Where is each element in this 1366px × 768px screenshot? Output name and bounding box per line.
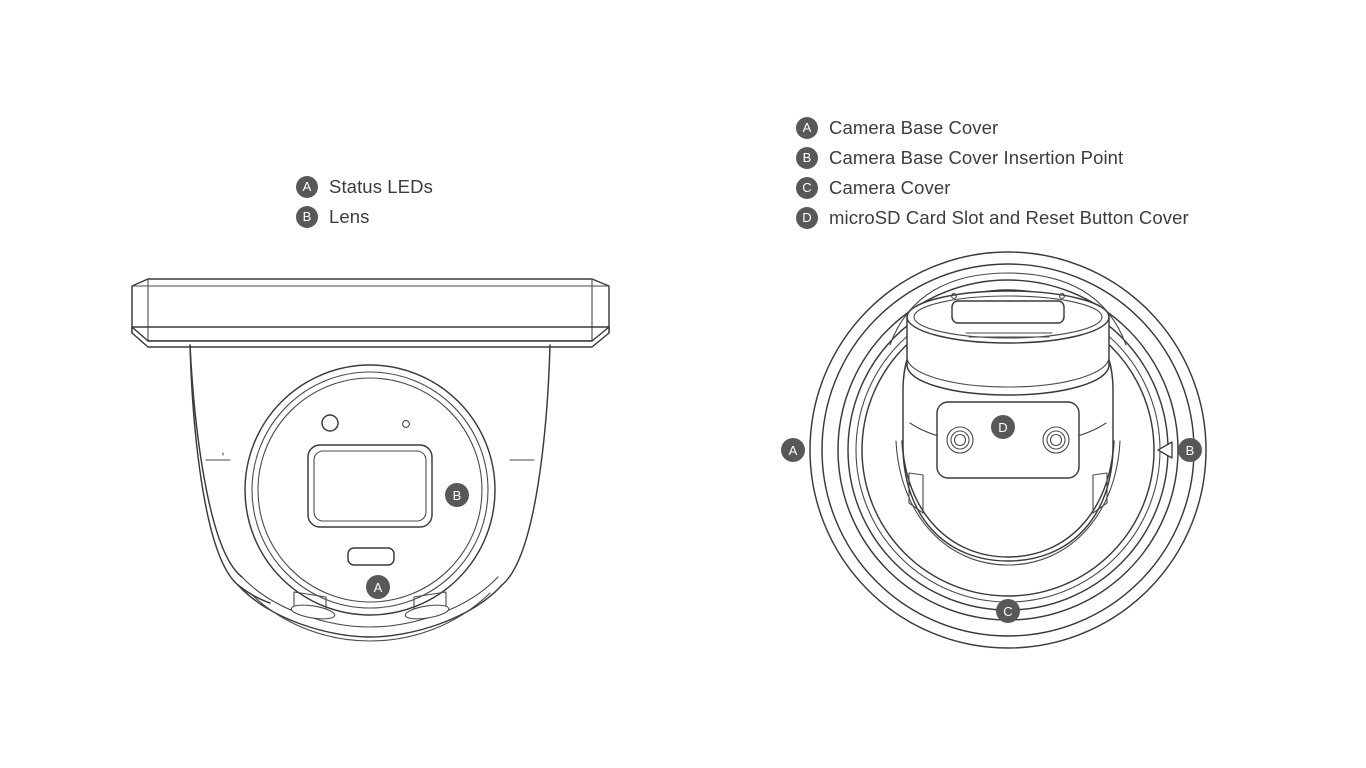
- front-view-legend: A Status LEDs B Lens: [296, 172, 433, 232]
- legend-item: D microSD Card Slot and Reset Button Cov…: [796, 203, 1189, 233]
- dome-side-tabs: [908, 472, 1108, 514]
- legend-label-camera-base-cover-insertion-point: Camera Base Cover Insertion Point: [829, 147, 1124, 168]
- ir-sensor: [321, 414, 339, 432]
- callout-c-label: C: [1003, 604, 1012, 619]
- legend-label-lens: Lens: [329, 206, 370, 227]
- legend-label-camera-base-cover: Camera Base Cover: [829, 117, 999, 138]
- legend-label-status-leds: Status LEDs: [329, 176, 433, 197]
- rear-view-legend: A Camera Base Cover B Camera Base Cover …: [796, 113, 1189, 233]
- insertion-point-triangle-icon: [1157, 441, 1173, 459]
- legend-badge-b: B: [796, 147, 818, 169]
- legend-label-microsd-card-slot-and-reset-button-cover: microSD Card Slot and Reset Button Cover: [829, 207, 1189, 228]
- lens: [307, 444, 433, 528]
- legend-badge-a: A: [796, 117, 818, 139]
- microsd-card-slot-and-reset-button-cover[interactable]: [936, 401, 1080, 479]
- callout-b-insertion-point[interactable]: B: [1178, 438, 1202, 462]
- status-leds: [347, 547, 395, 566]
- callout-b-label: B: [1186, 443, 1195, 458]
- legend-badge-c: C: [796, 177, 818, 199]
- legend-item: B Lens: [296, 202, 433, 232]
- callout-a-camera-base-cover[interactable]: A: [781, 438, 805, 462]
- legend-item: B Camera Base Cover Insertion Point: [796, 143, 1189, 173]
- legend-badge-b: B: [296, 206, 318, 228]
- callout-a-label: A: [789, 443, 798, 458]
- cover-screw-right: [1042, 426, 1070, 454]
- ceiling-mount-plate: [131, 278, 610, 348]
- legend-badge-d: D: [796, 207, 818, 229]
- camera-front-view: B A: [130, 255, 630, 655]
- callout-d-microsd-cover[interactable]: D: [991, 415, 1015, 439]
- legend-item: C Camera Cover: [796, 173, 1189, 203]
- callout-a-status-leds[interactable]: A: [366, 575, 390, 599]
- legend-item: A Camera Base Cover: [796, 113, 1189, 143]
- callout-b-lens[interactable]: B: [445, 483, 469, 507]
- cylindrical-mount: [889, 272, 1127, 396]
- microphone-hole: [402, 420, 410, 428]
- cable-notch: [951, 293, 1065, 338]
- callout-b-label: B: [453, 488, 462, 503]
- callout-a-label: A: [374, 580, 383, 595]
- legend-item: A Status LEDs: [296, 172, 433, 202]
- cover-screw-left: [946, 426, 974, 454]
- callout-d-label: D: [998, 420, 1007, 435]
- legend-label-camera-cover: Camera Cover: [829, 177, 951, 198]
- bottom-vent-slots: [249, 591, 491, 642]
- camera-rear-view: A B C D: [770, 245, 1230, 665]
- callout-c-camera-cover[interactable]: C: [996, 599, 1020, 623]
- legend-badge-a: A: [296, 176, 318, 198]
